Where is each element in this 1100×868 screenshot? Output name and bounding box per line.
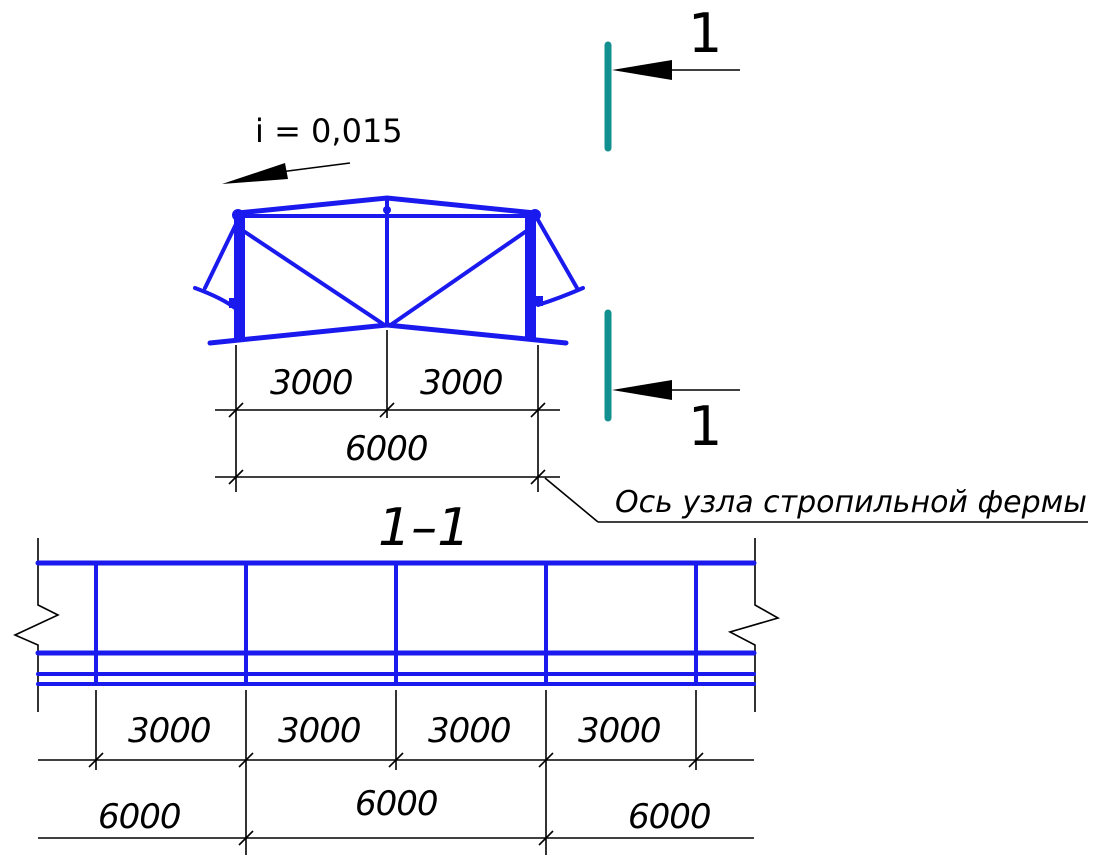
- section-title: 1–1: [378, 498, 470, 558]
- truss-structure: [193, 195, 585, 346]
- section-mark-top-label: 1: [688, 2, 722, 65]
- section-dim-3000-3: 3000: [428, 711, 511, 751]
- section-dim-6000-1: 6000: [98, 797, 181, 837]
- top-dim-3000-left: 3000: [270, 363, 353, 403]
- truss-elevation: i = 0,015: [193, 112, 585, 492]
- section-mark-bottom-label: 1: [688, 395, 722, 458]
- section-dim-3000-1: 3000: [128, 711, 211, 751]
- section-dim-3000-4: 3000: [578, 711, 661, 751]
- section-dimension-lines: [38, 690, 754, 855]
- top-dimension-lines: [215, 330, 560, 492]
- section-dim-6000-2: 6000: [355, 784, 438, 824]
- section-dim-6000-3: 6000: [628, 797, 711, 837]
- section-mark-top: 1: [604, 2, 740, 152]
- axis-note: Ось узла стропильной фермы: [615, 485, 1087, 520]
- top-dim-3000-right: 3000: [420, 363, 503, 403]
- section-mark-bottom: 1: [604, 309, 740, 458]
- axis-note-leader: [544, 477, 1088, 523]
- section-1-1: [13, 538, 781, 712]
- slope-label: i = 0,015: [255, 112, 403, 150]
- slope-arrow: [222, 162, 351, 184]
- top-dim-6000: 6000: [345, 429, 428, 469]
- section-dim-3000-2: 3000: [278, 711, 361, 751]
